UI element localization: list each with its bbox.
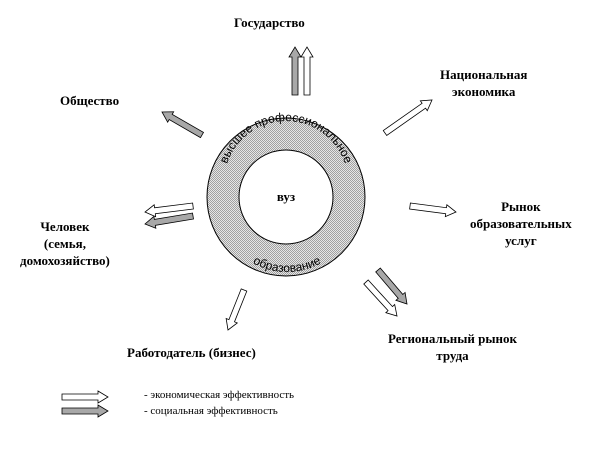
line: образовательных — [470, 216, 572, 231]
arrow-person-economic — [144, 202, 194, 218]
line: экономика — [452, 84, 516, 99]
line: Рынок — [501, 199, 541, 214]
arrow-state-economic — [300, 46, 314, 96]
arrow-regional-economic — [363, 279, 398, 317]
line: труда — [436, 348, 469, 363]
node-employer: Работодатель (бизнес) — [127, 345, 256, 360]
arrow-person-social — [144, 212, 194, 229]
legend-economic-arrow — [61, 390, 109, 404]
arrow-society-social — [161, 111, 205, 139]
line: Региональный рынок — [388, 331, 517, 346]
legend-social: - социальная эффективность — [144, 405, 278, 417]
node-society: Общество — [60, 93, 120, 108]
center-label: вуз — [277, 189, 295, 204]
node-state: Государство — [234, 15, 305, 30]
line: Национальная — [440, 67, 528, 82]
arrow-employer-economic — [225, 288, 248, 331]
node-regional-labor: Региональный рынок труда — [388, 330, 517, 364]
arrow-national-economic — [382, 99, 433, 137]
line: Человек — [40, 219, 90, 234]
arrow-regional-social — [375, 267, 408, 305]
line: услуг — [505, 233, 537, 248]
node-person: Человек (семья, домохозяйство) — [20, 218, 110, 269]
inner-circle — [238, 149, 334, 245]
ring-bottom-text: образование — [251, 253, 323, 275]
arrow-state-social — [288, 46, 302, 96]
node-national-economy: Национальная экономика — [440, 66, 527, 100]
legend-social-arrow — [61, 404, 109, 418]
line: домохозяйство) — [20, 253, 110, 268]
line: (семья, — [43, 236, 86, 251]
legend-economic: - экономическая эффективность — [144, 389, 295, 401]
node-edu-market: Рынок образовательных услуг — [470, 198, 572, 249]
arrow-market-economic — [409, 202, 457, 218]
